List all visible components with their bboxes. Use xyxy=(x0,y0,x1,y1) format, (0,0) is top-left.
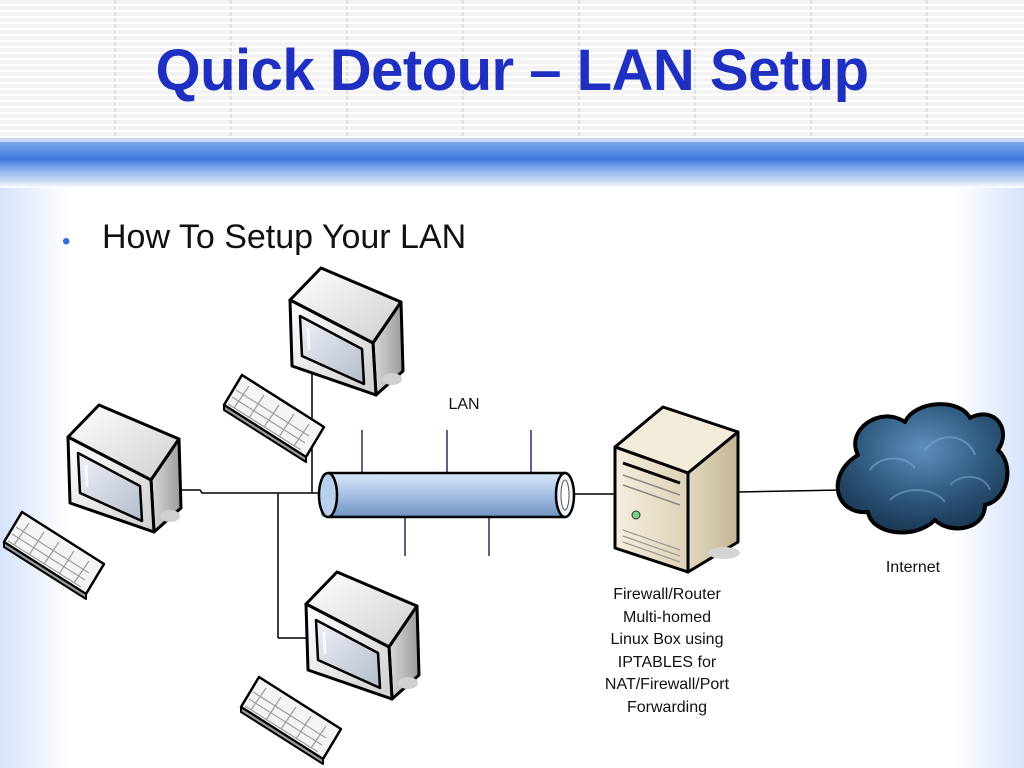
cloud-icon xyxy=(835,402,1010,535)
firewall-label-line: Multi-homed xyxy=(622,608,712,626)
header-bar-highlight xyxy=(0,138,1024,142)
bullet-text: How To Setup Your LAN xyxy=(102,218,467,256)
server-icon xyxy=(613,405,740,574)
firewall-label-line: Forwarding xyxy=(626,698,708,716)
workstation-left-icon xyxy=(66,403,183,534)
header-bar xyxy=(0,142,1024,180)
keyboard-bottom-icon xyxy=(239,675,343,766)
lan-label: LAN xyxy=(448,396,480,413)
keyboard-top-icon xyxy=(222,373,326,464)
workstation-bottom-icon xyxy=(304,570,421,701)
firewall-label-line: NAT/Firewall/Port xyxy=(604,676,730,693)
keyboard-left-icon xyxy=(2,510,106,601)
lan-bus-icon xyxy=(317,471,576,519)
workstation-top-icon xyxy=(288,266,405,397)
left-edge-glow xyxy=(0,180,70,768)
title-banner: Quick Detour – LAN Setup xyxy=(0,0,1024,138)
lan-drop-lines xyxy=(361,430,532,556)
slide-title: Quick Detour – LAN Setup xyxy=(155,38,869,103)
firewall-label-line: Linux Box using xyxy=(610,631,724,648)
bullet-dot-icon: • xyxy=(62,228,71,255)
firewall-label-line: Firewall/Router xyxy=(613,586,721,603)
header-bar-shadow xyxy=(0,180,1024,188)
firewall-label: Firewall/Router Multi-homed Linux Box us… xyxy=(577,584,757,719)
firewall-label-line: IPTABLES for xyxy=(617,653,717,671)
internet-label: Internet xyxy=(885,559,941,576)
